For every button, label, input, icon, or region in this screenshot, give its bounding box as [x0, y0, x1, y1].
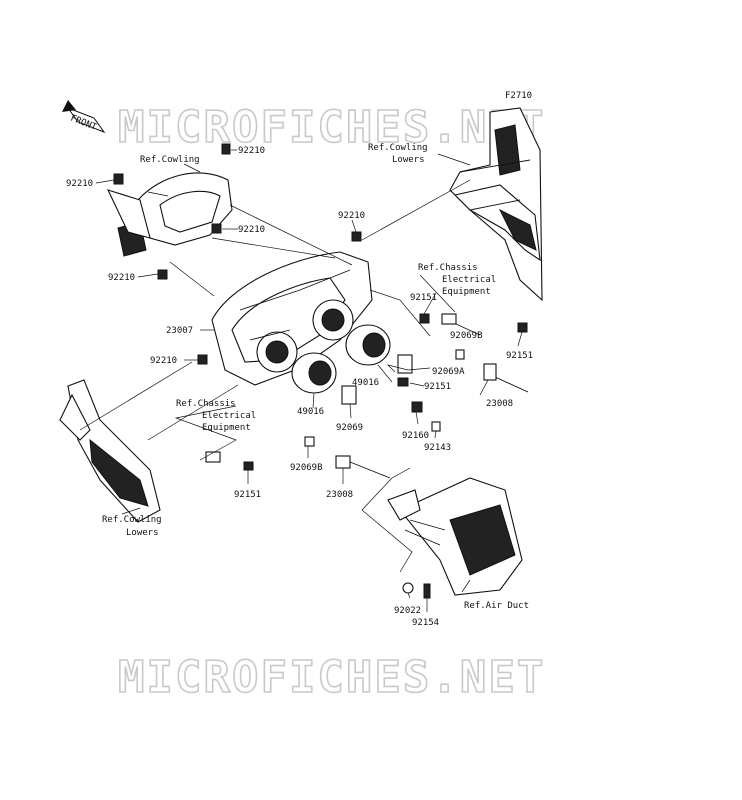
label-ref-cowling-lowers-top-2: Lowers [392, 155, 425, 165]
cowling-lowers-right [449, 107, 543, 302]
part-number: 92210 [108, 273, 135, 283]
part-number: 92160 [402, 431, 429, 441]
part-number: 92151 [506, 351, 533, 361]
bulb-49016-a [345, 324, 391, 366]
part-number: 92210 [238, 146, 265, 156]
part-number: 92069 [336, 423, 363, 433]
label-ref-cowling-lowers-top-1: Ref.Cowling [368, 143, 428, 153]
upper-cowling [106, 172, 233, 257]
part-number: 92210 [338, 211, 365, 221]
label-ref-chassis-left-2: Electrical [202, 411, 256, 421]
part-number: 92069A [432, 367, 465, 377]
cowling-lowers-left [59, 379, 161, 523]
part-number: 92151 [234, 490, 261, 500]
part-number: 92210 [150, 356, 177, 366]
label-ref-chassis-left-3: Equipment [202, 423, 251, 433]
part-number: 23008 [326, 490, 353, 500]
label-ref-cowling-lowers-left-1: Ref.Cowling [102, 515, 162, 525]
part-number: 92069B [450, 331, 483, 341]
label-ref-chassis-top-1: Ref.Chassis [418, 263, 478, 273]
leader-lines [79, 149, 523, 612]
label-ref-chassis-left-1: Ref.Chassis [176, 399, 236, 409]
part-number: 49016 [352, 378, 379, 388]
watermark-bottom: MICROFICHES.NET [118, 652, 545, 703]
part-number: 23008 [486, 399, 513, 409]
part-number: 92210 [238, 225, 265, 235]
label-ref-air-duct: Ref.Air Duct [464, 601, 529, 611]
air-duct [387, 477, 523, 596]
part-number: 92210 [66, 179, 93, 189]
part-number: 92022 [394, 606, 421, 616]
part-number: 92069B [290, 463, 323, 473]
small-fittings [113, 143, 529, 599]
part-number: 92151 [410, 293, 437, 303]
diagram-code: F2710 [505, 91, 532, 101]
label-ref-cowling-lowers-left-2: Lowers [126, 528, 159, 538]
watermark-top: MICROFICHES.NET [118, 102, 545, 153]
part-number: 23007 [166, 326, 193, 336]
bulb-49016-b [291, 352, 337, 394]
part-number: 92154 [412, 618, 439, 628]
part-number: 49016 [297, 407, 324, 417]
label-ref-chassis-top-2: Electrical [442, 275, 496, 285]
label-ref-chassis-top-3: Equipment [442, 287, 491, 297]
headlight-assembly [211, 251, 373, 386]
front-arrow-icon: FRONT [62, 100, 106, 133]
part-number: 92151 [424, 382, 451, 392]
label-ref-cowling: Ref.Cowling [140, 155, 200, 165]
part-number: 92143 [424, 443, 451, 453]
